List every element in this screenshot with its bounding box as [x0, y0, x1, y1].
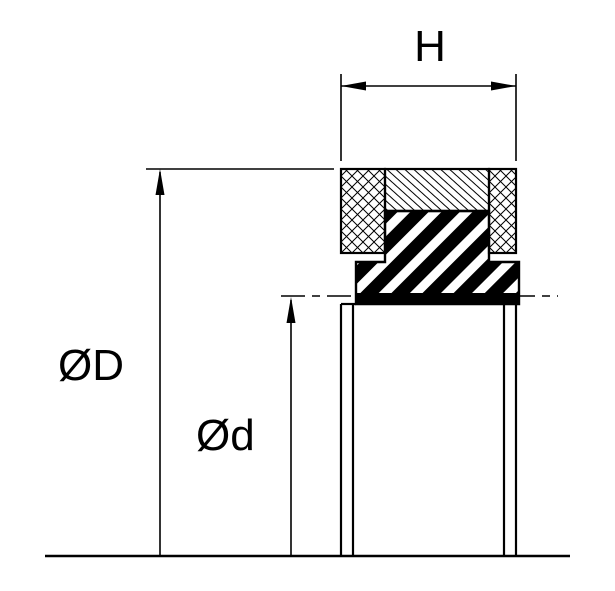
spring-hatch-region — [383, 167, 491, 213]
dimension-h: H — [340, 22, 517, 161]
dimension-inner-diameter: Ød — [196, 297, 296, 556]
walls — [339, 302, 518, 556]
arrowhead-right-icon — [491, 81, 516, 91]
arrowhead-up-icon — [286, 297, 296, 323]
dimension-outer-diameter: ØD — [58, 168, 334, 556]
elastomer-solid-band — [356, 293, 519, 304]
id-dimension-label: Ød — [196, 411, 255, 460]
seal-cross-section — [339, 167, 521, 306]
fabric-block-right — [487, 167, 518, 255]
fabric-block-left — [339, 167, 387, 255]
h-dimension-label: H — [414, 22, 446, 71]
od-dimension-label: ØD — [58, 341, 124, 390]
arrowhead-up-icon — [155, 169, 165, 195]
arrowhead-left-icon — [341, 81, 366, 91]
